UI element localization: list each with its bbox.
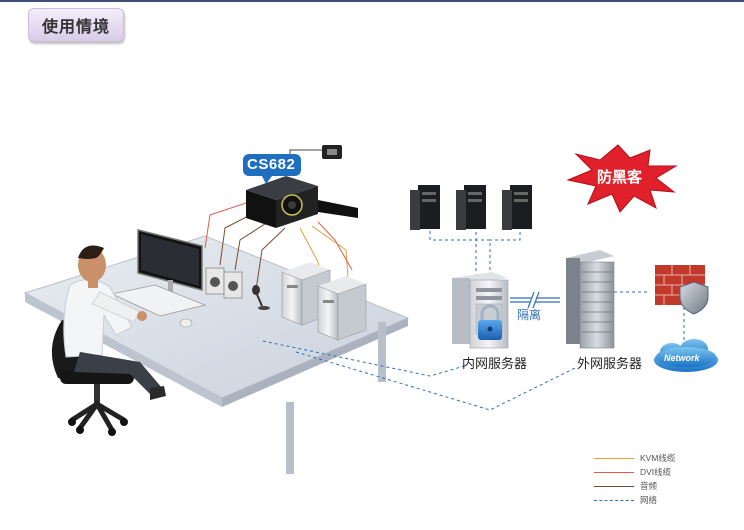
- device-label: CS682: [247, 156, 296, 173]
- section-title: 使用情境: [28, 8, 124, 42]
- anti-hacker-burst: [566, 144, 678, 213]
- isolation-symbol: [510, 291, 560, 309]
- pc-tower-2: [317, 276, 367, 341]
- anti-hacker-label: 防黑客: [597, 169, 643, 186]
- legend-item-kvm: KVM线缆: [594, 451, 734, 465]
- legend-item-network: 网络: [594, 493, 734, 507]
- lock-icon: [478, 304, 502, 340]
- legend-item-dvi: DVI线缆: [594, 465, 734, 479]
- speakers: [205, 267, 243, 299]
- top-divider: [0, 0, 744, 2]
- shield-icon: [679, 281, 709, 315]
- isolation-label: 隔离: [517, 308, 542, 322]
- keyboard: [110, 284, 207, 317]
- network-cloud-icon: [654, 339, 718, 372]
- mouse: [179, 318, 193, 328]
- cs682-switch: [246, 145, 358, 228]
- server-tower-2: [456, 185, 486, 230]
- cs682-label-bubble: [243, 154, 301, 184]
- person-at-desk: [51, 245, 166, 436]
- external-server-rack: [566, 250, 615, 349]
- internal-server-label: 内网服务器: [462, 356, 528, 371]
- server-tower-3: [502, 185, 532, 230]
- microphone: [252, 285, 270, 310]
- external-server-label: 外网服务器: [577, 356, 643, 371]
- server-tower-1: [410, 185, 440, 230]
- network-label: Network: [664, 353, 700, 363]
- legend-item-audio: 音频: [594, 479, 734, 493]
- network-lines: [262, 231, 685, 411]
- monitor: [137, 229, 203, 303]
